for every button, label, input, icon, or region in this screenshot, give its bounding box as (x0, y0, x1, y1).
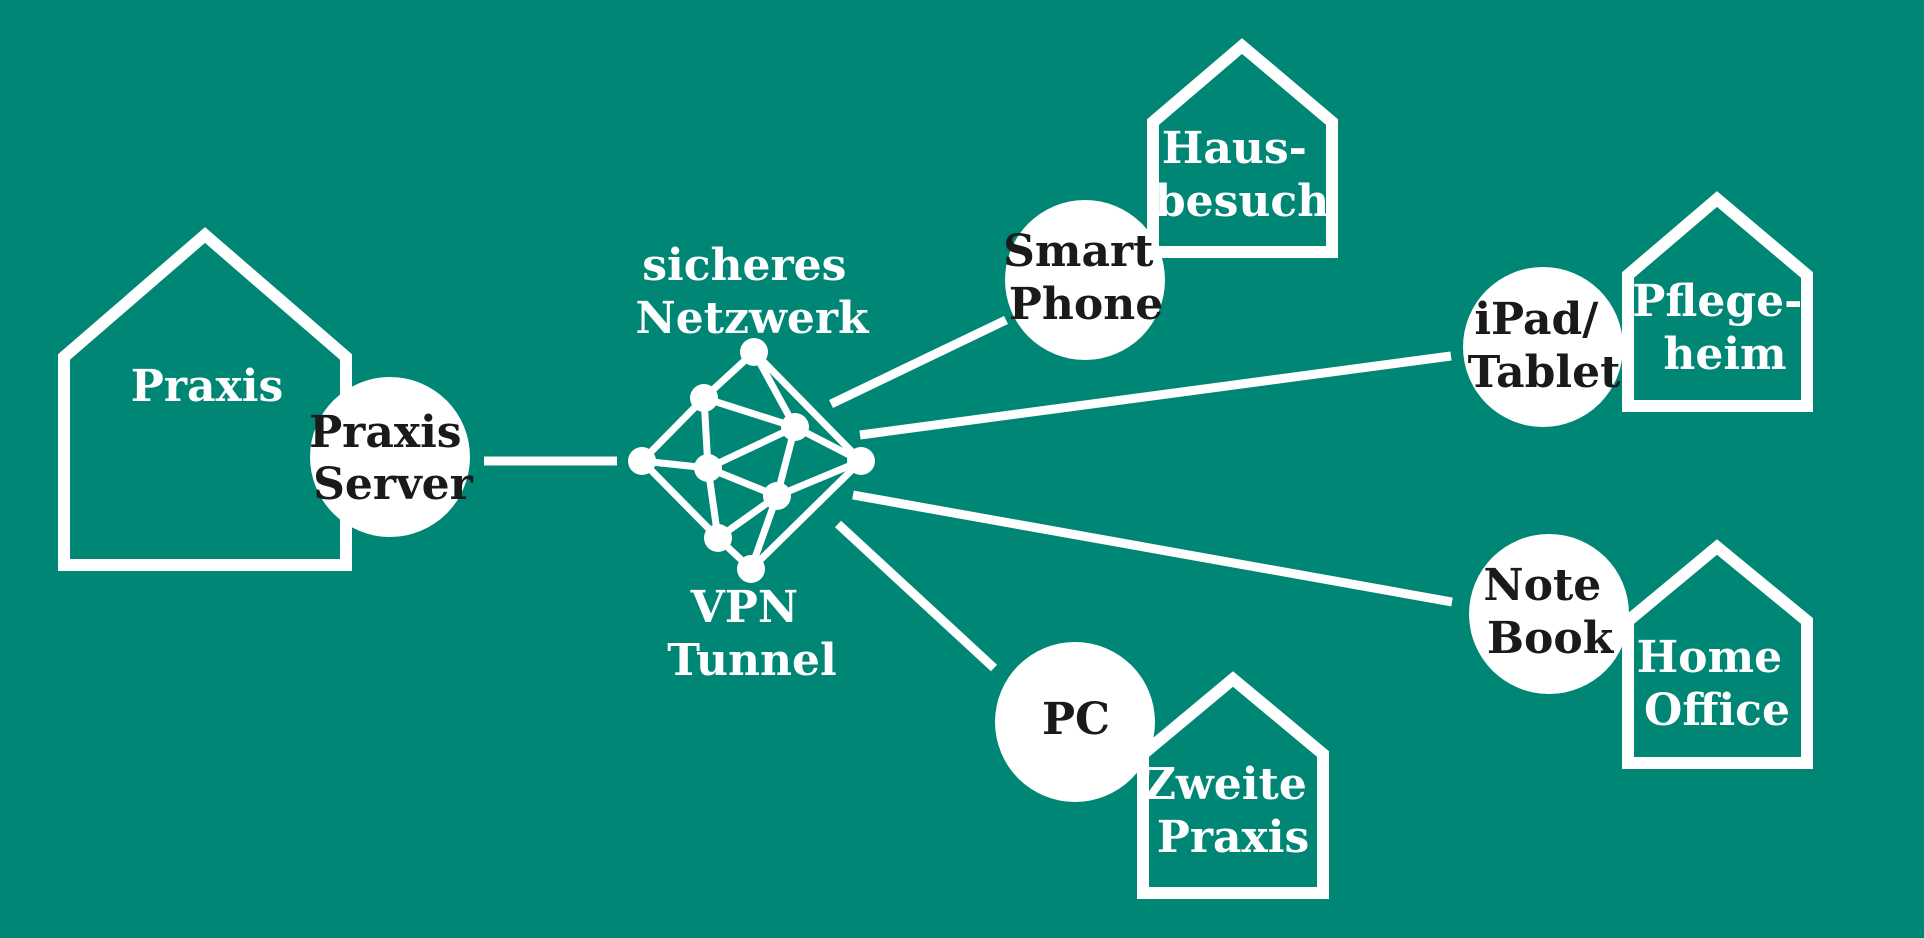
mesh-edge (775, 457, 863, 500)
vpn-tunnel-label-line-1: VPN (690, 582, 798, 633)
praxis-house-label: Praxis (131, 361, 284, 412)
mesh-node (763, 482, 791, 510)
praxis-server-label-line-2: Server (313, 459, 474, 510)
zweite-praxis-label: Zweite Praxis (1144, 759, 1322, 863)
mesh-node (628, 447, 656, 475)
mesh-nodes (628, 338, 875, 583)
tablet-label-line-1: iPad/ (1474, 294, 1599, 345)
praxis-server-device (310, 377, 470, 537)
network-to-pc-line (834, 520, 998, 672)
mesh-edge (751, 349, 864, 464)
pc-label: PC (1042, 694, 1110, 745)
endpoint-pc: Zweite Praxis PC (995, 642, 1329, 899)
vpn-mesh-icon: sicheres Netzwerk VPN Tunnel (628, 240, 875, 686)
mesh-edge (639, 458, 721, 541)
notebook-label: Note Book (1483, 560, 1616, 664)
network-label: sicheres Netzwerk (635, 240, 870, 344)
smartphone-label-line-1: Smart (1003, 226, 1154, 277)
notebook-label-line-1: Note (1483, 560, 1601, 611)
vpn-tunnel-label-line-2: Tunnel (667, 635, 836, 686)
smartphone-label: Smart Phone (1003, 226, 1169, 330)
zweite-praxis-label-line-1: Zweite (1144, 759, 1307, 810)
pflegeheim-label-line-2: heim (1663, 329, 1786, 380)
smartphone-device (1005, 200, 1165, 360)
network-to-notebook-line (852, 490, 1453, 607)
mesh-edge (750, 350, 799, 429)
notebook-label-line-2: Book (1487, 613, 1615, 664)
mesh-node (737, 555, 765, 583)
pflegeheim-label: Pflege- heim (1632, 276, 1817, 380)
mesh-node (690, 384, 718, 412)
mesh-node (847, 447, 875, 475)
hausbesuch-label-line-2: besuch (1155, 176, 1329, 227)
smartphone-label-line-2: Phone (1009, 279, 1163, 330)
praxis-server-label-line-1: Praxis (309, 407, 462, 458)
zweite-praxis-label-line-2: Praxis (1157, 812, 1310, 863)
mesh-edge (748, 458, 864, 572)
notebook-device (1469, 534, 1629, 694)
praxis-server-label: Praxis Server (309, 407, 477, 510)
pflegeheim-label-line-1: Pflege- (1632, 276, 1802, 327)
home-office-label: Home Office (1637, 632, 1798, 736)
mesh-edge (639, 395, 707, 464)
endpoint-tablet: Pflege- heim iPad/ Tablet (1463, 191, 1817, 427)
network-label-line-1: sicheres (642, 240, 846, 291)
praxis-house-icon (58, 227, 352, 571)
network-label-line-2: Netzwerk (635, 293, 870, 344)
tablet-label: iPad/ Tablet (1468, 294, 1622, 398)
tablet-device (1463, 267, 1623, 427)
zweite-praxis-house-icon (1137, 671, 1329, 899)
pc-device (995, 642, 1155, 802)
mesh-edge (706, 423, 797, 472)
mesh-node (781, 413, 809, 441)
mesh-node (740, 338, 768, 366)
home-office-label-line-2: Office (1644, 685, 1790, 736)
endpoint-notebook: Home Office Note Book (1469, 534, 1813, 769)
home-office-label-line-1: Home (1637, 632, 1782, 683)
mesh-node (704, 524, 732, 552)
praxis-group: Praxis Praxis Server (58, 227, 477, 571)
vpn-tunnel-label: VPN Tunnel (667, 582, 836, 686)
home-office-house-icon (1622, 539, 1813, 769)
tablet-label-line-2: Tablet (1468, 347, 1622, 398)
network-to-smartphone-line (829, 315, 1008, 409)
pflegeheim-house-icon (1622, 191, 1813, 412)
hausbesuch-house-icon (1147, 38, 1338, 258)
mesh-node (694, 454, 722, 482)
network-to-tablet-line (859, 351, 1452, 440)
hausbesuch-label-line-1: Haus- (1162, 123, 1307, 174)
connection-lines (484, 315, 1453, 672)
mesh-edge (702, 394, 797, 431)
hausbesuch-label: Haus- besuch (1155, 123, 1329, 227)
endpoint-smartphone: Haus- besuch Smart Phone (1003, 38, 1338, 360)
mesh-edges (639, 349, 864, 572)
